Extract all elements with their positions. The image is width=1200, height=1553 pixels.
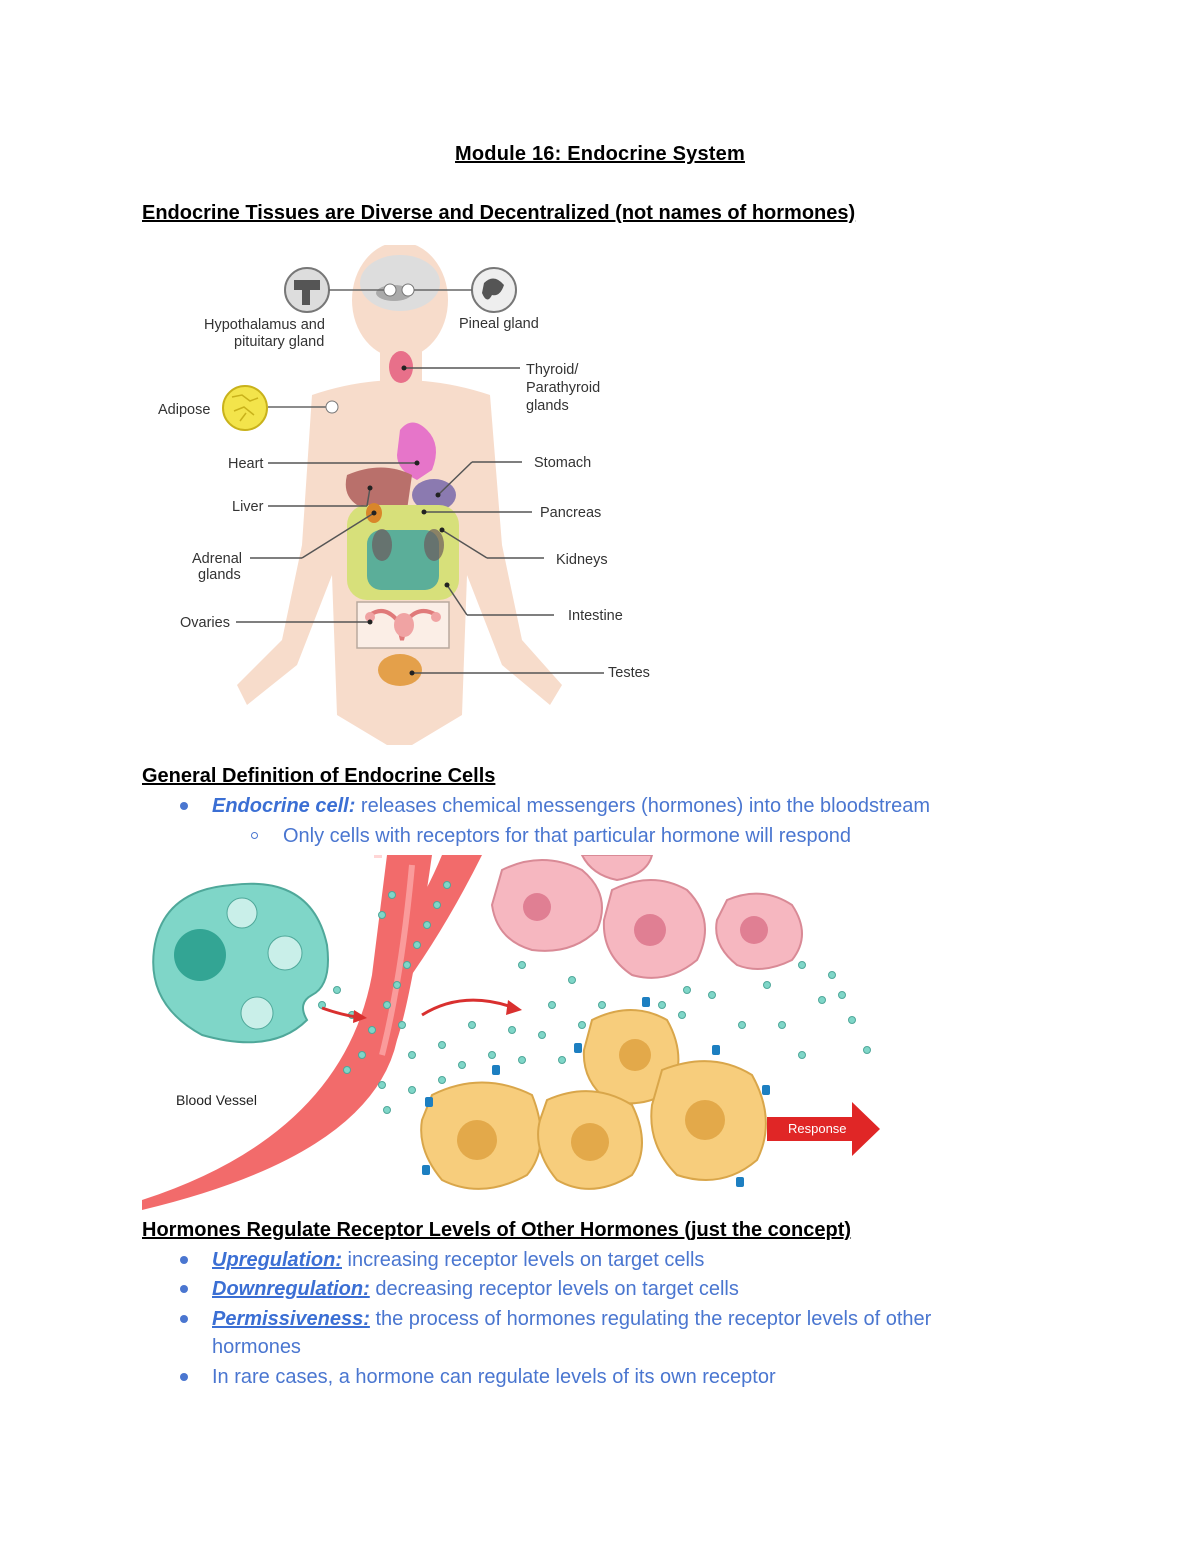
bullet-dot: [180, 1315, 188, 1323]
label-stomach: Stomach: [534, 455, 591, 471]
bullet-text: increasing receptor levels on target cel…: [342, 1249, 705, 1271]
target-nuclei: [457, 1039, 725, 1161]
bullet-permissiveness-cont: hormones: [212, 1336, 301, 1358]
page-title: Module 16: Endocrine System: [455, 143, 745, 165]
target-cells: [420, 1009, 767, 1190]
bullet-endocrine-cell: Endocrine cell: releases chemical messen…: [180, 792, 931, 820]
bullet-dot: [180, 1285, 188, 1293]
bullet-downregulation: Downregulation: decreasing receptor leve…: [180, 1275, 739, 1303]
label-testes: Testes: [608, 665, 650, 681]
sub-bullet-ring: [251, 832, 258, 839]
label-pancreas: Pancreas: [540, 505, 601, 521]
hypothalamus-callout: [284, 267, 384, 313]
label-adrenal-1: Adrenal: [192, 551, 242, 567]
response-label: Response: [788, 1121, 847, 1136]
label-thyroid-1: Thyroid/: [526, 362, 579, 378]
term-upregulation: Upregulation:: [212, 1249, 342, 1271]
bullet-dot: [180, 1256, 188, 1264]
sub-bullet-receptors: Only cells with receptors for that parti…: [251, 822, 852, 850]
bullet-dot: [180, 802, 188, 810]
bullet-text: the process of hormones regulating the r…: [369, 1308, 932, 1330]
label-liver: Liver: [232, 499, 264, 515]
blood-vessel-label: Blood Vessel: [176, 1092, 257, 1108]
bullet-text: In rare cases, a hormone can regulate le…: [212, 1366, 776, 1388]
sub-bullet-text: Only cells with receptors for that parti…: [283, 825, 852, 847]
section-heading-tissues: Endocrine Tissues are Diverse and Decent…: [142, 202, 856, 224]
testes-organ: [378, 654, 422, 686]
label-kidneys: Kidneys: [556, 552, 608, 568]
response-arrow: [767, 1102, 880, 1156]
label-thyroid-3: glands: [526, 398, 569, 414]
label-pineal: Pineal gland: [459, 316, 539, 332]
bullet-permissiveness: Permissiveness: the process of hormones …: [180, 1305, 932, 1333]
term-endocrine-cell: Endocrine cell:: [212, 795, 356, 817]
bullet-upregulation: Upregulation: increasing receptor levels…: [180, 1246, 705, 1274]
pineal-callout: [414, 267, 517, 313]
non-target-nuclei: [523, 893, 768, 946]
adipose-callout: [222, 385, 339, 431]
term-permissiveness: Permissiveness:: [212, 1308, 370, 1330]
bullet-text: decreasing receptor levels on target cel…: [369, 1278, 739, 1300]
bullet-dot: [180, 1373, 188, 1381]
stomach-organ: [412, 479, 456, 511]
label-adipose: Adipose: [158, 402, 210, 418]
brain-outline: [360, 255, 440, 311]
hormone-signaling-diagram: Response Blood Vessel: [142, 855, 880, 1210]
label-hypothalamus-2: pituitary gland: [234, 334, 324, 350]
label-hypothalamus-1: Hypothalamus and: [204, 317, 325, 333]
liver-organ: [345, 467, 412, 510]
kidney-organ: [372, 529, 392, 561]
endocrine-glands-diagram: Hypothalamus and pituitary gland Pineal …: [158, 245, 650, 745]
thyroid-gland: [389, 351, 413, 383]
term-downregulation: Downregulation:: [212, 1278, 370, 1300]
heart-organ: [397, 422, 436, 480]
endocrine-cell: [152, 882, 329, 1044]
bullet-own-receptor: In rare cases, a hormone can regulate le…: [180, 1363, 776, 1391]
label-intestine: Intestine: [568, 608, 623, 624]
leader-lines: [236, 461, 604, 674]
label-thyroid-2: Parathyroid: [526, 380, 600, 396]
section-heading-endocrine-cells: General Definition of Endocrine Cells: [142, 765, 496, 787]
receptors: [422, 997, 770, 1187]
section-heading-receptor-levels: Hormones Regulate Receptor Levels of Oth…: [142, 1219, 852, 1241]
bullet-text: releases chemical messengers (hormones) …: [355, 795, 931, 817]
secretion-arrows: [321, 998, 522, 1023]
label-adrenal-2: glands: [198, 567, 241, 583]
label-heart: Heart: [228, 456, 263, 472]
label-ovaries: Ovaries: [180, 615, 230, 631]
